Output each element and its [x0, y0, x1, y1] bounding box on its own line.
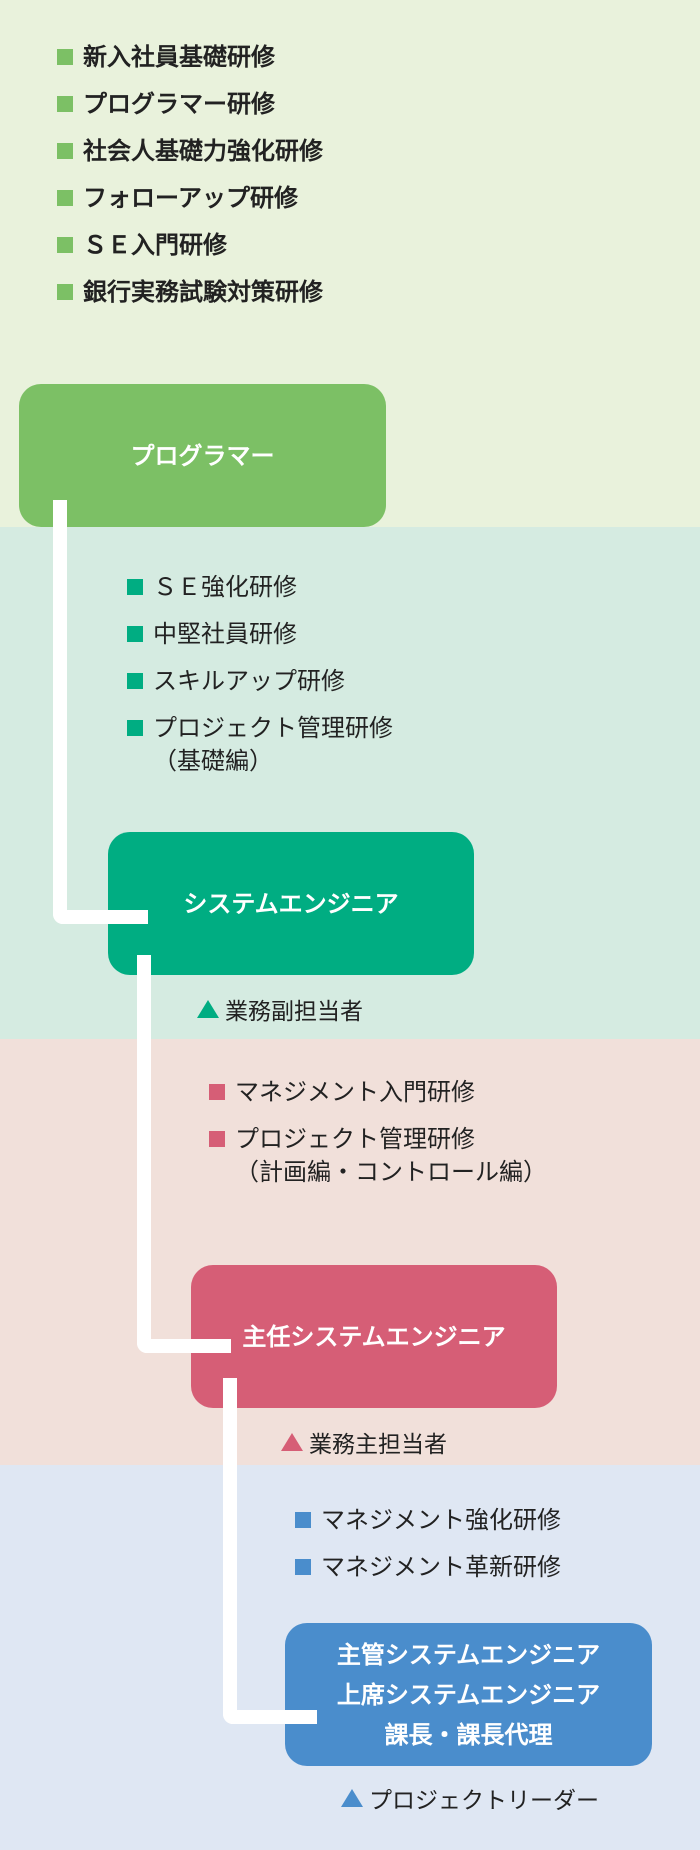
square-bullet-icon — [127, 579, 143, 595]
triangle-icon — [197, 1000, 219, 1018]
square-bullet-icon — [57, 96, 73, 112]
square-bullet-icon — [57, 284, 73, 300]
square-bullet-icon — [295, 1512, 311, 1528]
course-item: プロジェクト管理研修（計画編・コントロール編） — [209, 1122, 547, 1188]
square-bullet-icon — [295, 1559, 311, 1575]
role-box-label: プログラマー — [130, 441, 275, 470]
course-list-level-3: マネジメント入門研修 プロジェクト管理研修（計画編・コントロール編） — [209, 1075, 547, 1201]
connector-line-3 — [223, 1378, 317, 1724]
connector-line-2 — [137, 955, 231, 1353]
course-item: マネジメント入門研修 — [209, 1075, 547, 1109]
course-list-level-4: マネジメント強化研修 マネジメント革新研修 — [295, 1503, 561, 1597]
course-item: フォローアップ研修 — [57, 181, 323, 215]
square-bullet-icon — [209, 1084, 225, 1100]
course-item: 社会人基礎力強化研修 — [57, 134, 323, 168]
square-bullet-icon — [57, 143, 73, 159]
course-item: プロジェクト管理研修（基礎編） — [127, 711, 393, 777]
course-item: マネジメント革新研修 — [295, 1550, 561, 1584]
square-bullet-icon — [57, 190, 73, 206]
role-box-system-engineer: システムエンジニア — [108, 832, 474, 975]
role-box-senior-engineer: 主管システムエンジニア 上席システムエンジニア 課長・課長代理 — [285, 1623, 652, 1766]
course-item: ＳＥ強化研修 — [127, 570, 393, 604]
role-box-label: 上席システムエンジニア — [336, 1680, 601, 1709]
square-bullet-icon — [57, 237, 73, 253]
course-item: ＳＥ入門研修 — [57, 228, 323, 262]
role-tag-level-4: プロジェクトリーダー — [341, 1781, 599, 1815]
role-box-chief-engineer: 主任システムエンジニア — [191, 1265, 557, 1408]
course-subtitle: （計画編・コントロール編） — [235, 1158, 547, 1186]
course-item: スキルアップ研修 — [127, 664, 393, 698]
role-box-label: 主任システムエンジニア — [242, 1322, 506, 1351]
square-bullet-icon — [127, 720, 143, 736]
course-list-level-2: ＳＥ強化研修 中堅社員研修 スキルアップ研修 プロジェクト管理研修（基礎編） — [127, 570, 393, 790]
role-box-programmer: プログラマー — [19, 384, 386, 527]
course-item: 中堅社員研修 — [127, 617, 393, 651]
course-item: 新入社員基礎研修 — [57, 40, 323, 74]
square-bullet-icon — [127, 626, 143, 642]
role-box-label: 主管システムエンジニア — [336, 1640, 601, 1669]
role-box-label: 課長・課長代理 — [384, 1720, 553, 1749]
course-subtitle: （基礎編） — [153, 747, 273, 775]
course-item: プログラマー研修 — [57, 87, 323, 121]
course-list-level-1: 新入社員基礎研修 プログラマー研修 社会人基礎力強化研修 フォローアップ研修 Ｓ… — [57, 40, 323, 322]
connector-line-1 — [53, 500, 148, 924]
role-tag-level-2: 業務副担当者 — [197, 992, 363, 1026]
square-bullet-icon — [57, 49, 73, 65]
triangle-icon — [281, 1433, 303, 1451]
square-bullet-icon — [209, 1131, 225, 1147]
triangle-icon — [341, 1789, 363, 1807]
role-box-label: システムエンジニア — [183, 889, 399, 918]
square-bullet-icon — [127, 673, 143, 689]
role-tag-level-3: 業務主担当者 — [281, 1425, 447, 1459]
course-item: 銀行実務試験対策研修 — [57, 275, 323, 309]
course-item: マネジメント強化研修 — [295, 1503, 561, 1537]
